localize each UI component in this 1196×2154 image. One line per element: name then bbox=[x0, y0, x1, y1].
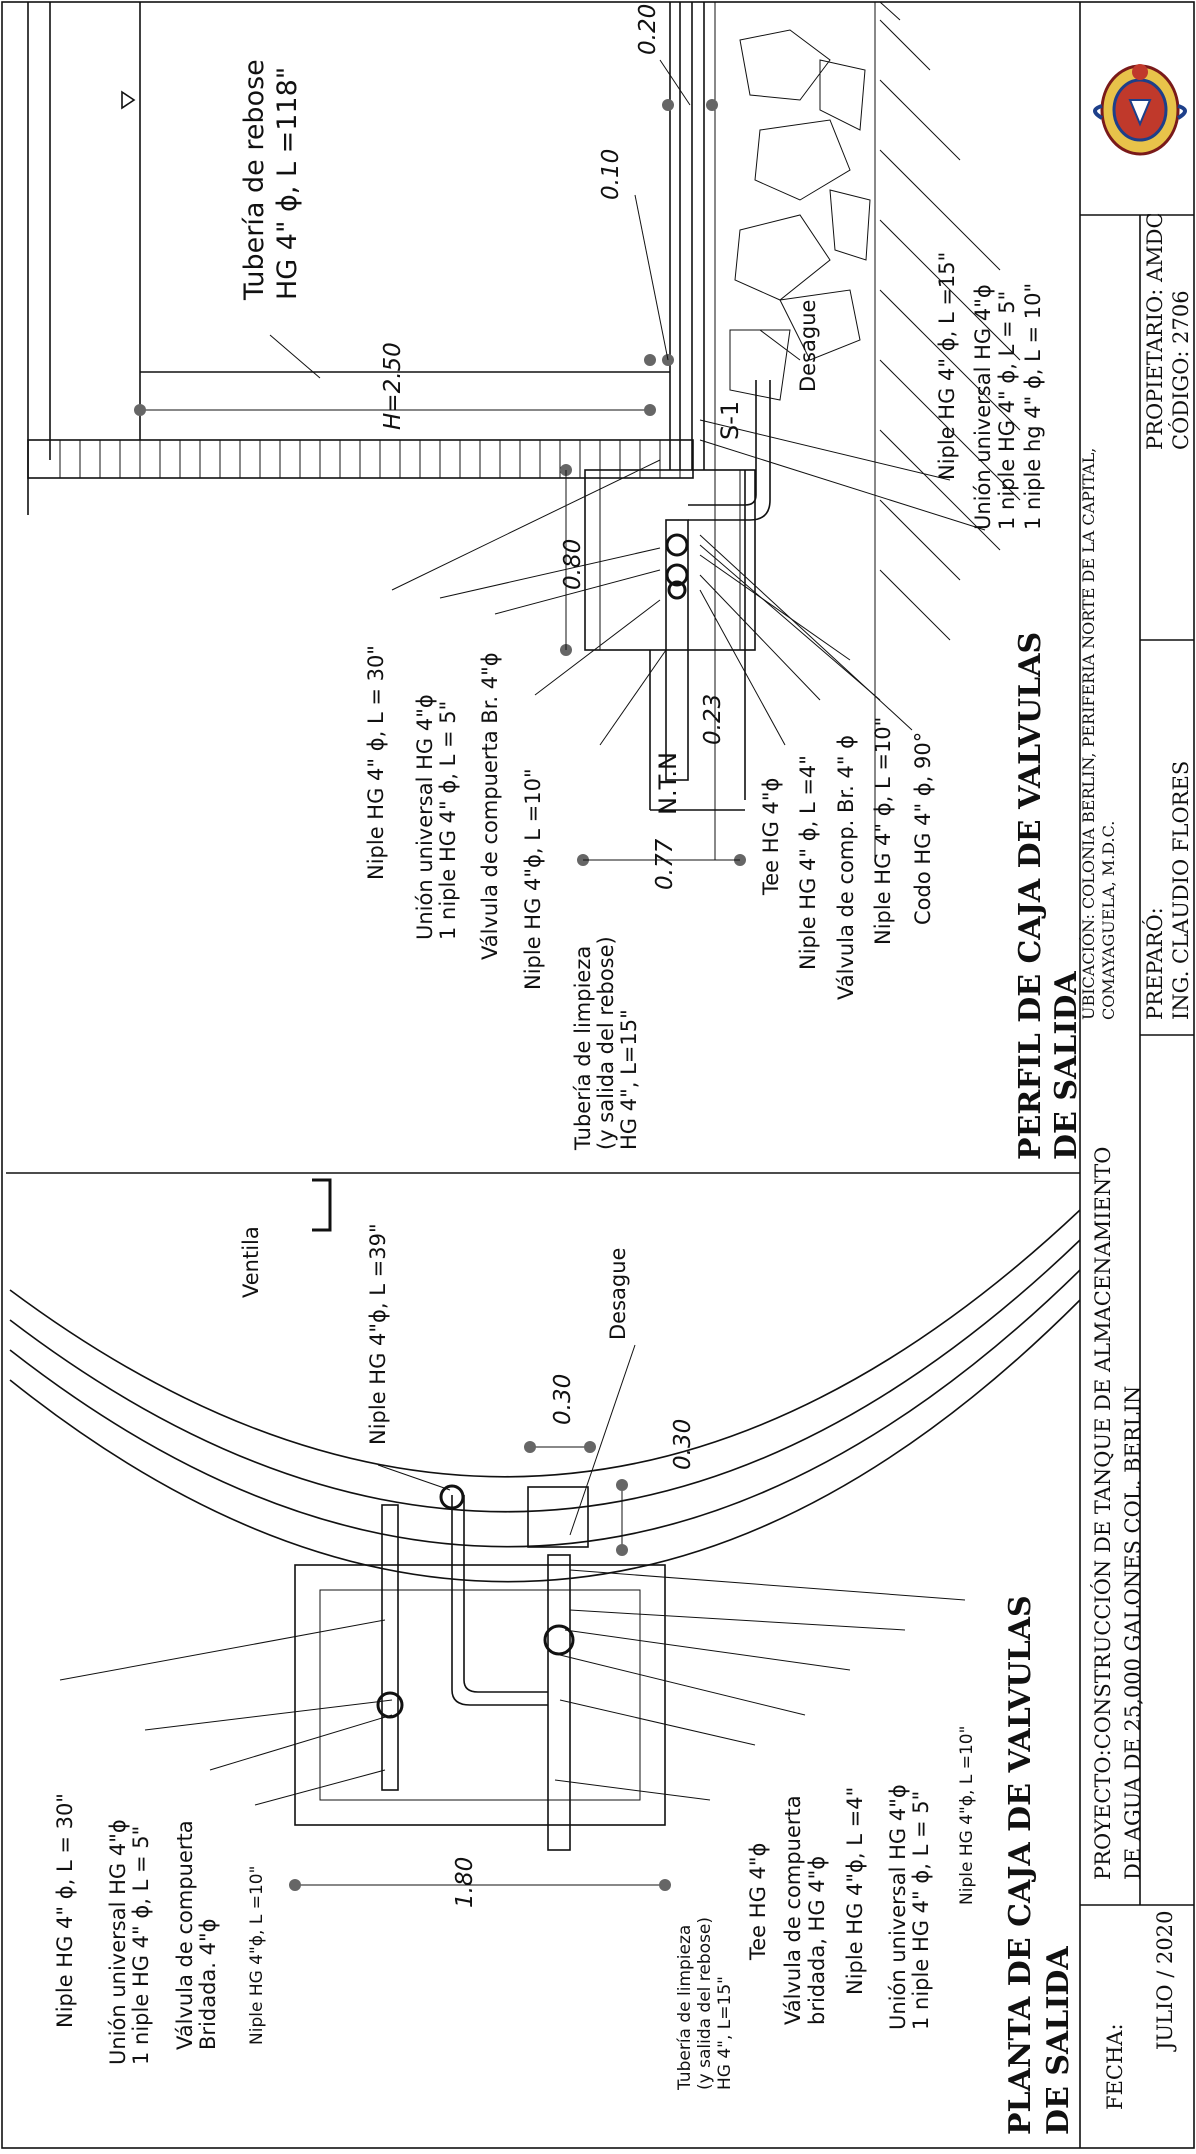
profile-dim-080: 0.80 bbox=[560, 539, 586, 590]
profile-dim-010: 0.10 bbox=[598, 149, 624, 200]
profile-label-limp-1: Tubería de limpieza bbox=[571, 946, 595, 1151]
svg-text:DE SALIDA: DE SALIDA bbox=[1041, 1946, 1076, 2135]
plan-label-ventila: Ventila bbox=[239, 1226, 263, 1298]
plan-label-limpieza-1: Tubería de limpieza bbox=[675, 1925, 695, 2091]
svg-text:UBICACIÓN: COLONIA BERLIN, PER: UBICACIÓN: COLONIA BERLIN, PERIFERIA NOR… bbox=[1078, 448, 1098, 1020]
profile-label-valve-comp: Válvula de comp. Br. 4" ϕ bbox=[834, 735, 858, 1000]
date-value: JULIO / 2020 bbox=[1153, 1911, 1177, 2052]
profile-label-union-3: 1 niple hg 4" ϕ, L = 10" bbox=[1021, 283, 1045, 530]
plan-dim-030b: 0.30 bbox=[670, 1419, 696, 1470]
location-text: UBICACIÓN: COLONIA BERLIN, PERIFERIA NOR… bbox=[1078, 448, 1118, 1020]
profile-label-niple30: Niple HG 4" ϕ, L = 30" bbox=[364, 645, 388, 880]
owner-info: PROPIETARIO: AMDC CÓDIGO: 2706 bbox=[1143, 212, 1193, 450]
svg-text:CÓDIGO: 2706: CÓDIGO: 2706 bbox=[1168, 290, 1193, 450]
profile-dim-h250: H=2.50 bbox=[380, 342, 406, 430]
plan-label-limpieza-2: (y salida del rebose) bbox=[695, 1917, 715, 2090]
slab-hatch bbox=[59, 440, 681, 478]
plan-label-valve-b2: bridada, HG 4"ϕ bbox=[805, 1856, 829, 2025]
plan-labels: Niple HG 4" ϕ, L = 30" Unión universal H… bbox=[53, 1223, 977, 2091]
plan-label-desague: Desague bbox=[606, 1248, 630, 1340]
plan-label-valve-1: Válvula de compuerta bbox=[173, 1820, 197, 2050]
profile-label-ntn: N.T.N bbox=[654, 752, 682, 815]
svg-text:COMAYAGUELA, M.D.C.: COMAYAGUELA, M.D.C. bbox=[1099, 821, 1118, 1020]
profile-label-s1: S-1 bbox=[716, 401, 744, 440]
svg-text:DE AGUA DE 25,000 GALONES COL.: DE AGUA DE 25,000 GALONES COL. BERLIN bbox=[1121, 1386, 1145, 1880]
date-label: FECHA: bbox=[1103, 2023, 1127, 2110]
prepared-by: PREPARÓ: ING. CLAUDIO FLORES bbox=[1142, 761, 1193, 1020]
svg-text:ING. CLAUDIO FLORES: ING. CLAUDIO FLORES bbox=[1169, 761, 1193, 1020]
plan-label-niple30: Niple HG 4" ϕ, L = 30" bbox=[53, 1793, 77, 2028]
profile-title: PERFIL DE CAJA DE VALVULAS DE SALIDA bbox=[1013, 632, 1084, 1160]
date-value-group: JULIO / 2020 bbox=[1153, 1911, 1177, 2052]
profile-dim-077: 0.77 bbox=[652, 838, 678, 890]
svg-text:PERFIL DE CAJA DE VALVULAS: PERFIL DE CAJA DE VALVULAS bbox=[1013, 632, 1048, 1160]
svg-text:PREPARÓ:: PREPARÓ: bbox=[1142, 907, 1167, 1020]
plan-label-valve-b1: Válvula de compuerta bbox=[781, 1795, 805, 2025]
plan-label-niple39: Niple HG 4"ϕ, L =39" bbox=[366, 1223, 390, 1445]
profile-label-union-2: 1 niple HG 4" ϕ, L = 5" bbox=[995, 291, 1019, 530]
profile-label-limp-3: HG 4", L=15" bbox=[617, 1009, 641, 1150]
profile-label-niple10: Niple HG 4"ϕ, L =10" bbox=[521, 768, 545, 990]
profile-dim-023: 0.23 bbox=[700, 694, 726, 745]
plan-label-valve-2: Bridada. 4"ϕ bbox=[196, 1919, 220, 2051]
date-label-group: FECHA: bbox=[1103, 2023, 1127, 2110]
profile-label-niple10b: Niple HG 4" ϕ, L =10" bbox=[871, 717, 895, 945]
project-title: PROYECTO:CONSTRUCCIÓN DE TANQUE DE ALMAC… bbox=[1090, 1147, 1145, 1880]
profile-dim-020: 0.20 bbox=[635, 4, 661, 55]
plan-title: PLANTA DE CAJA DE VALVULAS DE SALIDA bbox=[1003, 1595, 1076, 2135]
plan-label-union-b2: 1 niple HG 4" ϕ, L = 5" bbox=[909, 1791, 933, 2030]
profile-label-pu-1: Unión universal HG 4"ϕ bbox=[413, 694, 437, 940]
profile-labels: Tubería de rebose HG 4" ϕ, L =118" 0.20 … bbox=[239, 4, 1045, 1151]
plan-label-union-1: Unión universal HG 4"ϕ bbox=[106, 1819, 130, 2065]
profile-label-desague: Desague bbox=[796, 300, 820, 392]
profile-label-pu-2: 1 niple HG 4" ϕ, L = 5" bbox=[436, 701, 460, 940]
profile-label-valve: Válvula de compuerta Br. 4"ϕ bbox=[478, 652, 502, 960]
plan-label-niple10: Niple HG 4"ϕ, L =10" bbox=[247, 1866, 267, 2045]
svg-text:DE SALIDA: DE SALIDA bbox=[1049, 971, 1084, 1160]
svg-text:PROPIETARIO: AMDC: PROPIETARIO: AMDC bbox=[1143, 212, 1167, 450]
plan-drawing bbox=[9, 1178, 1081, 1891]
plan-dim-030a: 0.30 bbox=[550, 1374, 576, 1425]
profile-label-limp-2: (y salida del rebose) bbox=[594, 936, 618, 1150]
profile-label-union-1: Unión universal HG 4"ϕ bbox=[971, 284, 995, 530]
plan-label-union-b1: Unión universal HG 4"ϕ bbox=[886, 1784, 910, 2030]
rock-fill bbox=[714, 2, 876, 860]
svg-text:PROYECTO:CONSTRUCCIÓN DE TANQU: PROYECTO:CONSTRUCCIÓN DE TANQUE DE ALMAC… bbox=[1090, 1147, 1115, 1880]
plan-label-tee: Tee HG 4"ϕ bbox=[746, 1843, 770, 1961]
ground-hatch bbox=[879, 1, 1021, 641]
svg-text:PLANTA DE CAJA DE VALVULAS: PLANTA DE CAJA DE VALVULAS bbox=[1003, 1595, 1038, 2135]
profile-drawing bbox=[27, 1, 1021, 866]
plan-label-niple4: Niple HG 4"ϕ, L =4" bbox=[843, 1787, 867, 1995]
profile-label-codo: Codo HG 4" ϕ, 90° bbox=[911, 732, 935, 925]
profile-label-rebose-2: HG 4" ϕ, L =118" bbox=[272, 67, 303, 300]
plan-label-union-2: 1 niple HG 4" ϕ, L = 5" bbox=[129, 1826, 153, 2065]
logo-seal-icon bbox=[1093, 64, 1187, 156]
plan-dim-180: 1.80 bbox=[452, 1857, 478, 1908]
profile-label-tee: Tee HG 4"ϕ bbox=[759, 778, 783, 896]
plan-label-limpieza-3: HG 4", L=15" bbox=[715, 1976, 735, 2090]
plan-label-niple10b: Niple HG 4"ϕ, L =10" bbox=[957, 1726, 977, 1905]
profile-label-niple15: Niple HG 4" ϕ, L =15" bbox=[935, 252, 959, 480]
profile-label-niple4: Niple HG 4" ϕ, L =4" bbox=[796, 755, 820, 970]
profile-label-rebose-1: Tubería de rebose bbox=[239, 59, 270, 301]
